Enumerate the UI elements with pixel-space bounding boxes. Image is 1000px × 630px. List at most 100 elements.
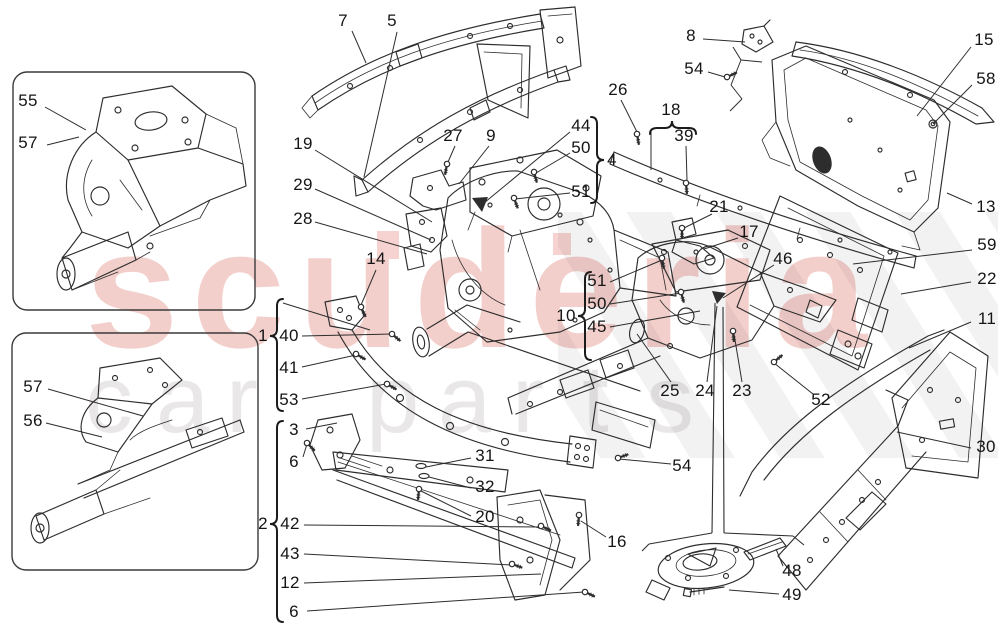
group-brace-2 bbox=[269, 420, 284, 623]
group-brace-4 bbox=[590, 116, 605, 204]
callout-12: 12 bbox=[280, 573, 300, 592]
bolt-icon bbox=[510, 194, 519, 209]
leader-line bbox=[314, 188, 432, 241]
callout-57: 57 bbox=[18, 133, 38, 152]
callout-1: 1 bbox=[258, 326, 268, 345]
inset-top-left-wheelhouse bbox=[12, 71, 256, 311]
leader-line bbox=[775, 548, 784, 567]
callout-10: 10 bbox=[556, 306, 576, 325]
group-brace-1 bbox=[269, 298, 284, 412]
leader-line bbox=[458, 145, 490, 185]
callout-48: 48 bbox=[782, 561, 802, 580]
callout-51: 51 bbox=[571, 182, 591, 201]
callout-15: 15 bbox=[974, 30, 994, 49]
leader-line bbox=[535, 152, 571, 174]
bolt-icon bbox=[729, 327, 737, 343]
callout-43: 43 bbox=[280, 544, 300, 563]
leader-line bbox=[648, 532, 713, 545]
part-cowl-top-panel bbox=[791, 41, 995, 125]
leader-line bbox=[900, 281, 972, 295]
leader-line bbox=[620, 99, 638, 133]
leader-line bbox=[314, 221, 428, 255]
callout-18: 18 bbox=[661, 100, 681, 119]
leader-line bbox=[946, 192, 973, 205]
leader-line bbox=[483, 131, 571, 204]
leader-line bbox=[722, 306, 725, 534]
callout-9: 9 bbox=[486, 126, 496, 145]
bolt-icon bbox=[633, 130, 641, 146]
leader-line bbox=[428, 476, 472, 489]
part-apron-rail bbox=[353, 65, 571, 197]
callout-24: 24 bbox=[695, 381, 715, 400]
leader-line bbox=[641, 543, 650, 552]
leader-line bbox=[683, 213, 713, 229]
bolt-icon bbox=[415, 485, 423, 501]
group-brace-18 bbox=[649, 120, 697, 135]
group-braces bbox=[269, 116, 697, 623]
leader-line bbox=[363, 31, 398, 178]
callout-21: 21 bbox=[709, 197, 729, 216]
callout-28: 28 bbox=[293, 209, 313, 228]
bolt-icon bbox=[383, 380, 398, 391]
leader-line bbox=[609, 292, 682, 305]
callout-27: 27 bbox=[443, 126, 463, 145]
bolt-icon bbox=[508, 560, 523, 569]
leader-line bbox=[609, 310, 701, 328]
leader-line bbox=[46, 136, 80, 146]
leader-line bbox=[45, 422, 103, 438]
callout-40: 40 bbox=[279, 326, 299, 345]
callout-52: 52 bbox=[811, 390, 831, 409]
leader-line bbox=[305, 422, 338, 430]
bolt-icon bbox=[575, 511, 583, 527]
leader-line bbox=[447, 145, 456, 163]
leader-line bbox=[303, 553, 512, 566]
part-firewall-panel bbox=[761, 45, 951, 251]
callout-54: 54 bbox=[672, 456, 692, 475]
leader-line bbox=[636, 333, 672, 383]
leader-line bbox=[723, 532, 794, 537]
callout-57: 57 bbox=[23, 377, 43, 396]
leader-line bbox=[618, 458, 672, 465]
callout-16: 16 bbox=[607, 532, 627, 551]
callout-54: 54 bbox=[684, 59, 704, 78]
watermark-sub-letter: r bbox=[226, 346, 258, 453]
bolt-icon bbox=[614, 453, 629, 462]
callout-23: 23 bbox=[732, 381, 752, 400]
leader-line bbox=[360, 269, 377, 306]
strut-curved-bar bbox=[324, 295, 597, 469]
bolt-icon bbox=[357, 303, 367, 318]
leader-line bbox=[303, 524, 542, 528]
callout-17: 17 bbox=[739, 222, 759, 241]
front-rail-and-arch bbox=[739, 329, 989, 591]
callout-32: 32 bbox=[475, 477, 495, 496]
callout-8: 8 bbox=[686, 26, 696, 45]
callout-41: 41 bbox=[279, 358, 299, 377]
callout-59: 59 bbox=[977, 235, 997, 254]
callout-55: 55 bbox=[18, 91, 38, 110]
leader-line bbox=[733, 333, 743, 383]
callout-14: 14 bbox=[366, 249, 386, 268]
watermark-checker-stripes bbox=[558, 212, 998, 458]
callout-6: 6 bbox=[289, 602, 299, 621]
leader-line bbox=[732, 46, 742, 61]
part-windshield-lower-rail bbox=[609, 151, 917, 269]
leader-line bbox=[580, 520, 607, 538]
callout-7: 7 bbox=[338, 11, 348, 30]
bolt-icon bbox=[581, 588, 596, 598]
leader-line bbox=[728, 589, 780, 595]
bolt-icon bbox=[723, 71, 738, 81]
bolt-icon bbox=[303, 439, 316, 452]
leader-line bbox=[707, 71, 726, 78]
callout-20: 20 bbox=[475, 507, 495, 526]
leader-line bbox=[908, 321, 972, 349]
leader-line bbox=[702, 38, 746, 43]
bolt-icon bbox=[443, 160, 451, 176]
callout-22: 22 bbox=[977, 269, 997, 288]
leader-line bbox=[916, 46, 972, 117]
leader-line bbox=[44, 106, 87, 131]
leader-line bbox=[301, 333, 392, 337]
leader-line bbox=[314, 149, 433, 223]
fasteners bbox=[303, 71, 784, 598]
bolt-icon bbox=[658, 254, 666, 270]
